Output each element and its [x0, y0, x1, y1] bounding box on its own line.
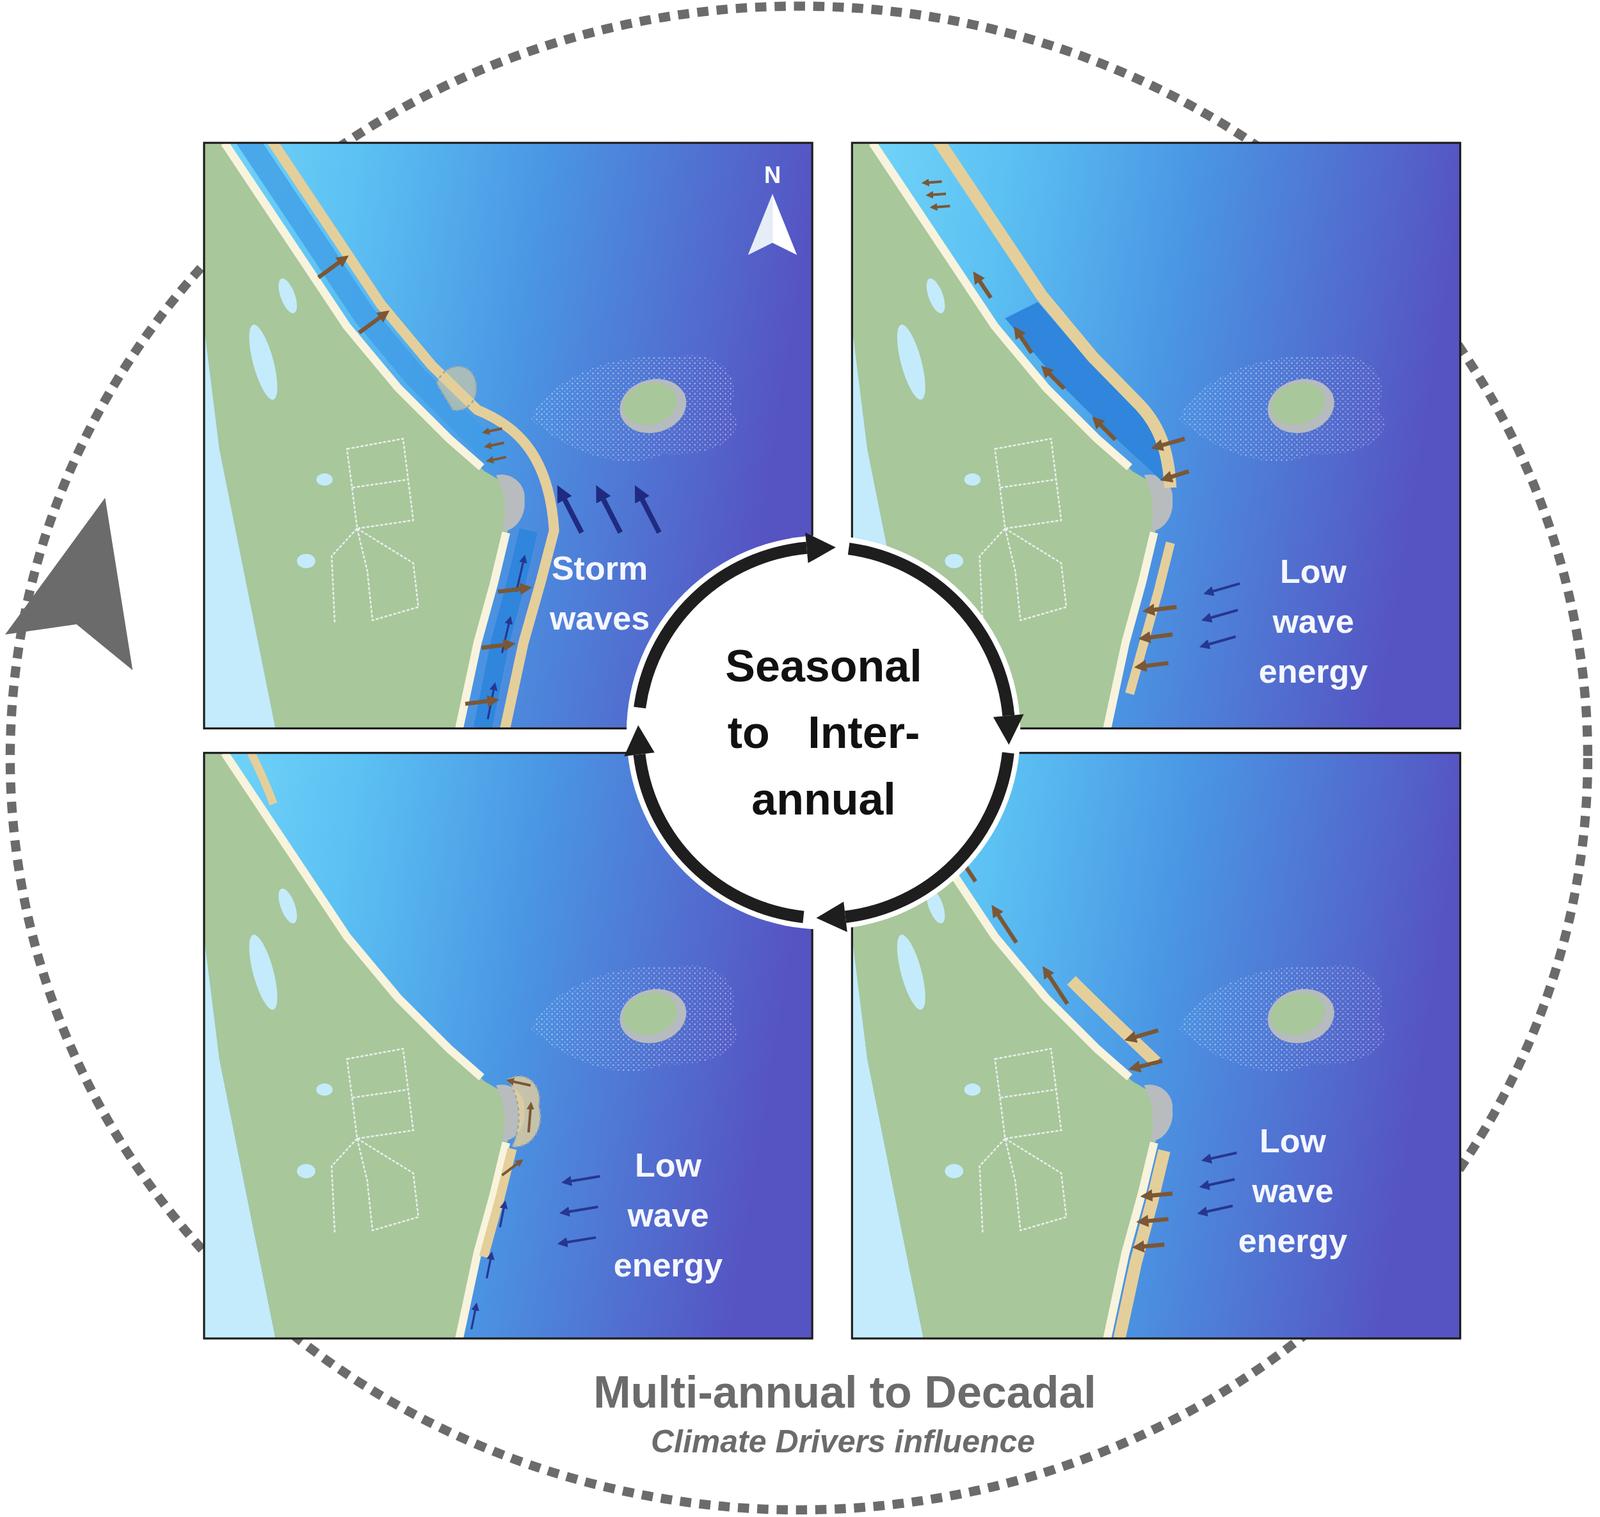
cycle-arrowhead	[816, 901, 848, 933]
wave-arrow	[1207, 1179, 1235, 1186]
cycle-arrowhead	[624, 725, 655, 757]
sediment-arrow	[935, 206, 950, 208]
sediment-arrow	[1145, 1219, 1168, 1222]
sand-lobe	[436, 366, 477, 411]
sediment-arrow	[1137, 1061, 1163, 1068]
timescale-label-box: Multi-annual to Decadal	[593, 1367, 1097, 1419]
sediment-arrow	[1047, 372, 1065, 390]
current-arrow	[501, 622, 509, 654]
sand-bar	[257, 142, 554, 729]
cycle-arrowhead	[5, 497, 133, 671]
wave-arrow	[1205, 1206, 1233, 1213]
wave-arrow	[567, 1207, 598, 1213]
sand-bar	[483, 1148, 513, 1257]
timescale-note-box: Climate Drivers influence	[650, 1423, 1035, 1461]
map-panel: Low wave energy	[851, 142, 1460, 729]
sand-bar	[250, 753, 274, 805]
wave-arrow	[640, 497, 660, 534]
center-disc	[626, 535, 1021, 930]
sand-lobe	[508, 1076, 541, 1147]
sediment-arrow	[997, 913, 1017, 943]
sediment-arrow	[1160, 439, 1185, 447]
sediment-arrow	[528, 1108, 531, 1133]
sand-bar	[1129, 542, 1171, 694]
north-arrow	[748, 193, 773, 256]
timescale-note: Climate Drivers influence	[650, 1424, 1035, 1460]
cycle-title: Seasonal to Inter-annual	[691, 632, 957, 833]
wave-label: Low wave energy	[1222, 1116, 1364, 1266]
sediment-arrow	[927, 181, 942, 184]
sediment-arrow	[1152, 607, 1177, 611]
rip-channel	[241, 142, 500, 459]
wave-arrow	[565, 1237, 596, 1243]
sediment-arrow	[1047, 974, 1067, 1005]
trough	[1004, 302, 1165, 482]
sediment-arrow	[359, 316, 382, 333]
current-arrow	[487, 1258, 491, 1279]
sediment-arrow	[1169, 471, 1189, 479]
current-arrow	[499, 1207, 504, 1228]
timescale-label: Multi-annual to Decadal	[593, 1367, 1097, 1418]
sediment-arrow	[1098, 423, 1116, 441]
wave-label: Low wave energy	[1242, 546, 1384, 697]
sediment-arrow	[491, 456, 506, 461]
map-panel: Low wave energy	[204, 753, 813, 1339]
decadal-cycle	[10, 6, 1588, 1511]
sediment-arrow	[1141, 1244, 1165, 1247]
cycle-circle: Seasonal to Inter-annual	[638, 547, 1010, 919]
current-arrow	[471, 1309, 476, 1330]
map-panel: Storm waves	[204, 142, 813, 729]
sediment-arrow	[931, 193, 946, 196]
wave-arrow	[563, 497, 582, 534]
sediment-arrow	[1143, 663, 1168, 667]
wave-arrow	[1207, 636, 1236, 646]
sediment-arrow	[501, 1163, 519, 1176]
sand-bar	[1119, 1151, 1165, 1339]
sediment-arrow	[1150, 1194, 1173, 1197]
wave-arrow	[602, 497, 621, 534]
north-label-box: N	[764, 161, 781, 189]
wave-label: Storm waves	[529, 543, 671, 644]
wave-label: Low wave energy	[597, 1140, 739, 1291]
current-arrow	[487, 688, 495, 720]
north-arrow	[772, 193, 797, 256]
cycle-arrowhead	[993, 714, 1024, 745]
sediment-arrow	[978, 279, 991, 299]
wave-arrow	[1208, 610, 1238, 619]
sediment-arrow	[512, 1081, 531, 1086]
wave-arrow	[569, 1176, 601, 1182]
sediment-arrow	[487, 428, 502, 432]
sediment-arrow	[481, 645, 507, 649]
rip-channel	[482, 530, 529, 729]
sediment-arrow	[489, 442, 504, 447]
sediment-arrow	[1148, 634, 1173, 639]
sediment-arrow	[1019, 334, 1032, 354]
sediment-arrow	[465, 700, 490, 704]
cycle-arrowhead	[805, 532, 836, 564]
wave-arrow	[1211, 583, 1241, 592]
wave-arrow	[1208, 1153, 1237, 1160]
sand-bar	[1071, 980, 1156, 1063]
sediment-arrow	[497, 588, 523, 592]
sediment-arrow	[318, 261, 341, 278]
sand-bar	[919, 142, 1171, 488]
north-label: N	[764, 161, 781, 189]
sediment-arrow	[1133, 1030, 1158, 1038]
map-panel: Low wave energy	[851, 753, 1460, 1339]
